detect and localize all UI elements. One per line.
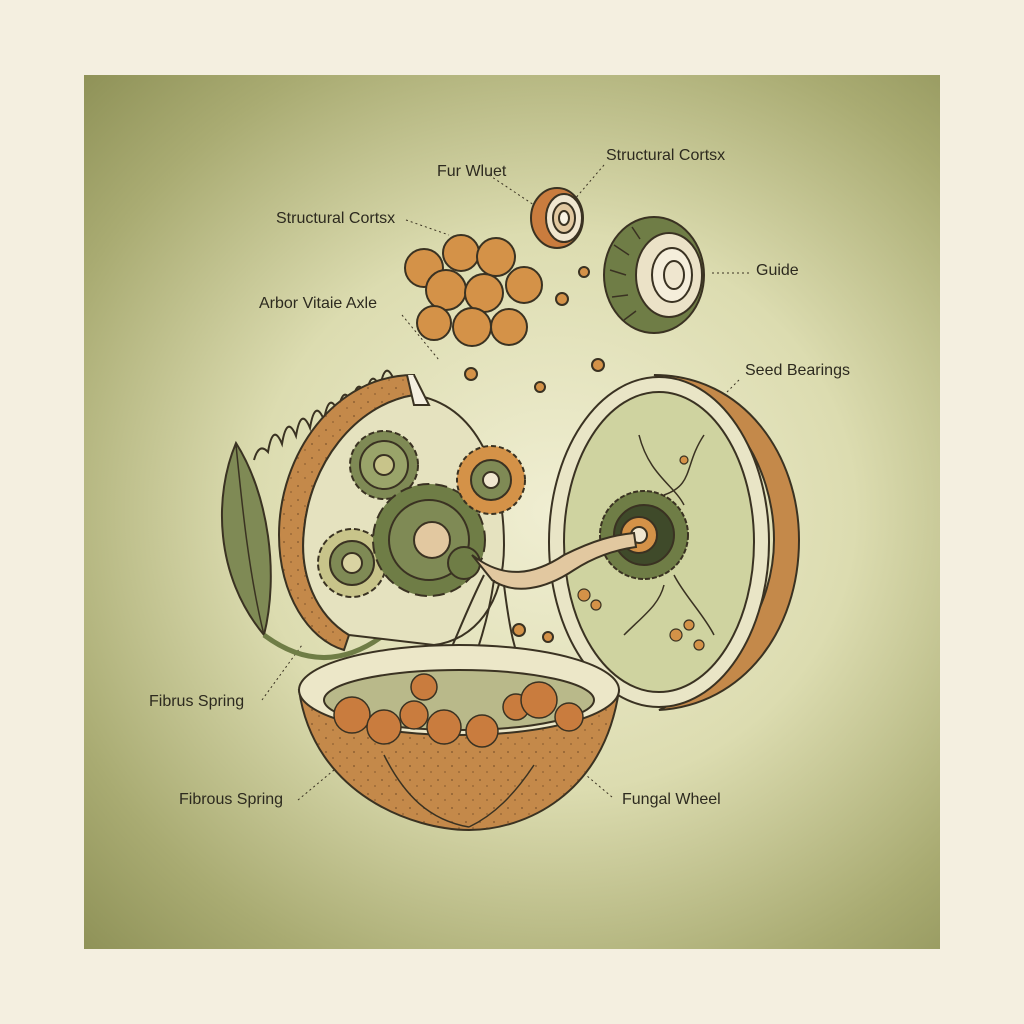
label-arbor-axle: Arbor Vitaie Axle: [259, 295, 377, 312]
label-fibrous-spring-upper: Fibrus Spring: [149, 693, 245, 710]
label-guide: Guide: [756, 262, 799, 279]
exploded-mechanism-diagram: [220, 164, 801, 832]
fur-wheel: [530, 187, 584, 249]
label-structural-cortex-top: Structural Cortsx: [606, 147, 726, 164]
diagram-frame: Fur Wluet Structural Cortsx Structural C…: [84, 75, 940, 949]
right-shell: [548, 374, 801, 711]
label-structural-cortex-left: Structural Cortsx: [276, 210, 396, 227]
bottom-bowl: [297, 644, 621, 832]
gear-small-top: [349, 430, 419, 500]
gear-small-bottom: [317, 528, 387, 598]
floating-seeds: [464, 266, 605, 643]
guide-wheel: [603, 216, 705, 334]
seed-cluster: [404, 234, 543, 347]
label-seed-bearings: Seed Bearings: [745, 362, 850, 379]
gear-orange: [456, 445, 526, 515]
label-fur-wheel: Fur Wluet: [437, 163, 507, 180]
axle-knob: [447, 546, 481, 580]
label-fungal-wheel: Fungal Wheel: [622, 791, 721, 808]
label-fibrous-spring-lower: Fibrous Spring: [179, 791, 284, 808]
